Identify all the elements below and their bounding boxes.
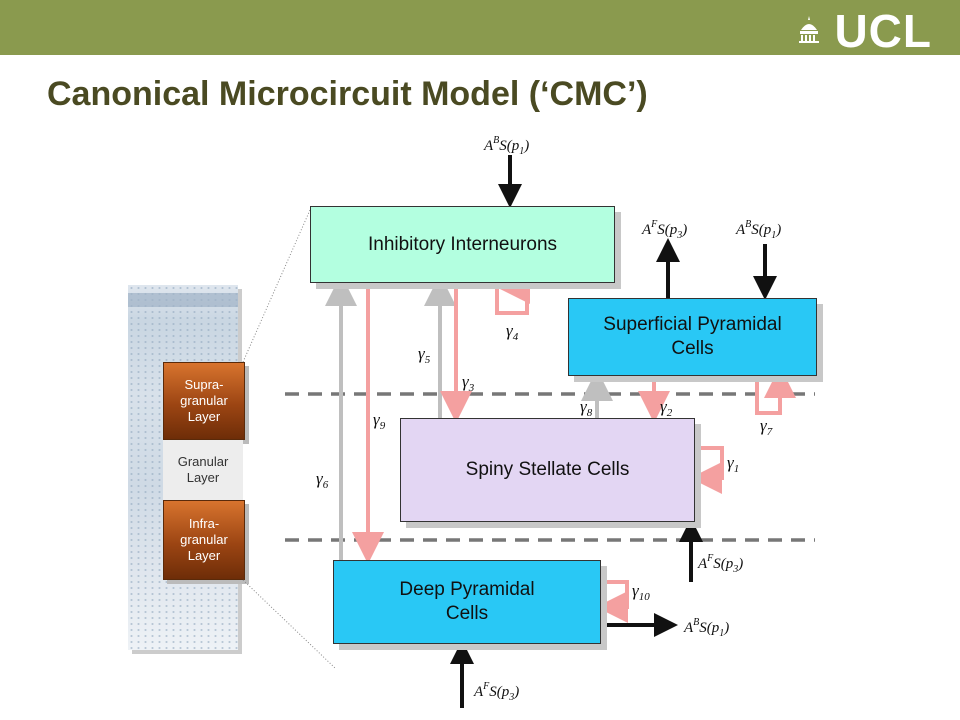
- page-title: Canonical Microcircuit Model (‘CMC’): [47, 75, 648, 113]
- gamma3-label: γ3: [462, 372, 475, 394]
- label-input-deep: AFS(p3): [473, 681, 519, 703]
- gamma5-label: γ5: [418, 344, 431, 366]
- gamma1-self-loop: [690, 446, 724, 494]
- ucl-logo: UCL: [834, 5, 932, 57]
- ucl-dome-icon: [799, 16, 819, 43]
- label-input-inhibitory: ABS(p1): [483, 135, 529, 157]
- gamma2-label: γ2: [660, 397, 673, 419]
- label-output-superficial: AFS(p3): [641, 219, 687, 241]
- gamma10-label: γ10: [632, 581, 650, 603]
- gamma8-label: γ8: [580, 397, 593, 419]
- label-output-deep: ABS(p1): [683, 617, 729, 639]
- gamma10-self-loop: [596, 580, 629, 623]
- label-input-spiny: AFS(p3): [697, 553, 743, 575]
- header-bar: [0, 0, 960, 55]
- inhibitory-interneurons-box: Inhibitory Interneurons: [310, 206, 615, 283]
- gamma4-self-loop: [495, 272, 530, 315]
- gamma1-label: γ1: [727, 453, 739, 475]
- gamma6-label: γ6: [316, 469, 329, 491]
- guide-line-bottom: [242, 579, 336, 669]
- guide-line-top: [242, 209, 311, 363]
- spiny-stellate-box: Spiny Stellate Cells: [400, 418, 695, 522]
- gamma4-label: γ4: [506, 321, 519, 343]
- gamma7-label: γ7: [760, 416, 773, 438]
- gamma7-self-loop: [755, 366, 796, 415]
- label-input-superficial: ABS(p1): [735, 219, 781, 241]
- gamma9-label: γ9: [373, 410, 386, 432]
